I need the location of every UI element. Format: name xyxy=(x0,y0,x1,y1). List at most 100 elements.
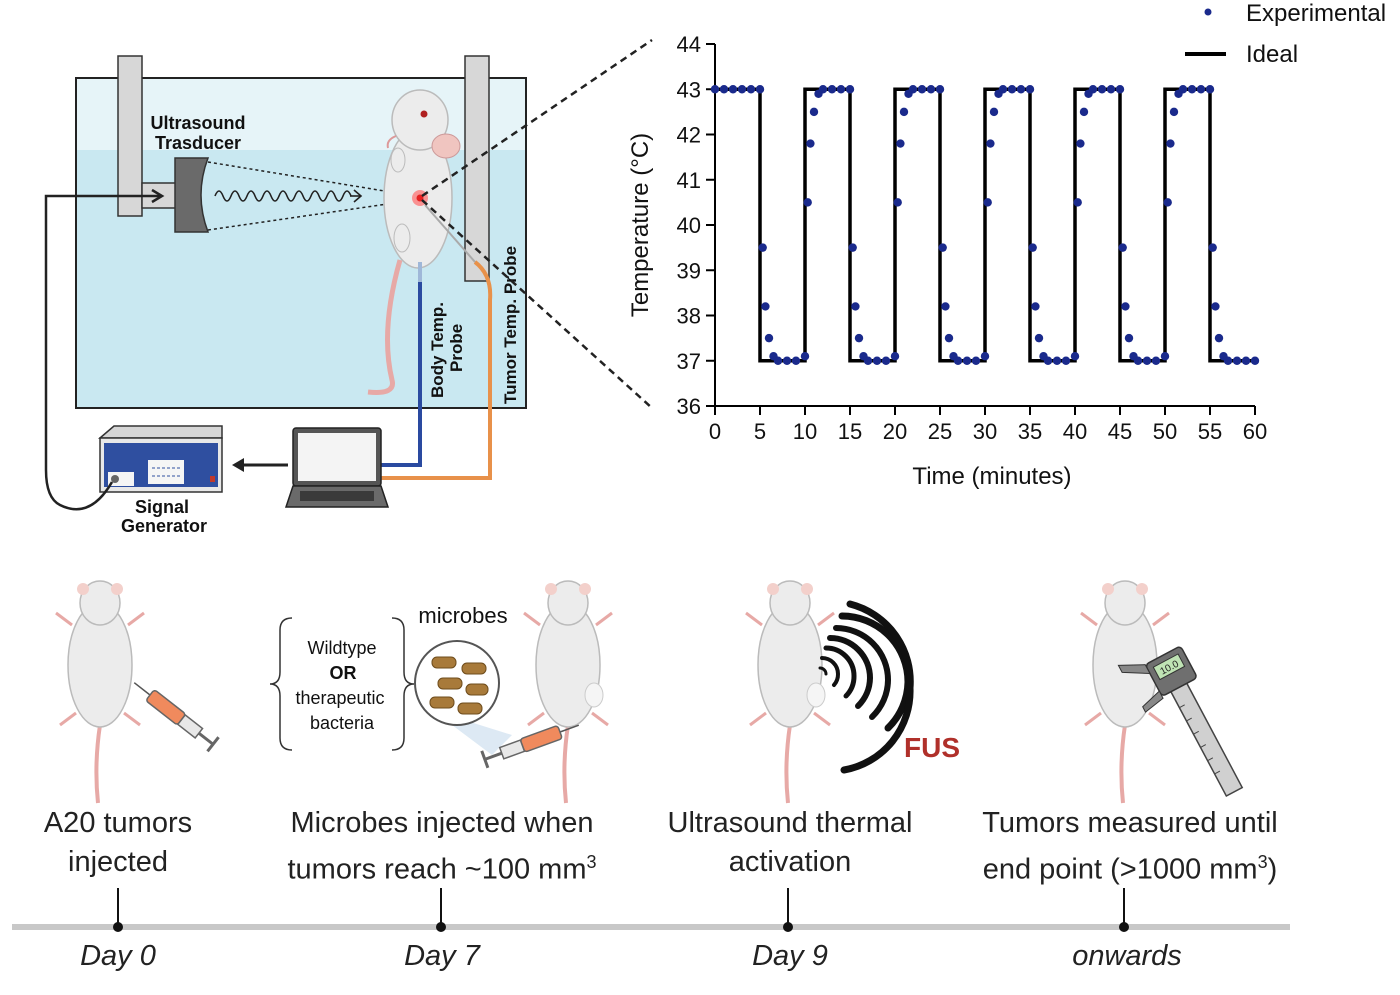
bacteria-option-bacteria: bacteria xyxy=(310,713,375,733)
tumor-temp-probe xyxy=(380,204,493,480)
x-tick-label: 0 xyxy=(709,419,721,444)
legend: Experimental Ideal xyxy=(1185,0,1386,68)
transducer-label: Ultrasound xyxy=(150,113,245,133)
stage-caption-line-sup: tumors reach ~100 mm3 xyxy=(262,843,622,890)
syringe-icon-day7 xyxy=(480,724,580,769)
experimental-series xyxy=(710,85,1260,365)
x-tick-label: 50 xyxy=(1153,419,1177,444)
experimental-point xyxy=(1187,85,1197,94)
experimental-point xyxy=(773,356,783,365)
stage-caption-line: injected xyxy=(68,846,168,878)
stage-caption-line: Tumors measured until xyxy=(982,807,1278,839)
day-label-0: Day 0 xyxy=(80,940,156,972)
experimental-point xyxy=(827,85,837,94)
experimental-point xyxy=(890,352,900,361)
experimental-point xyxy=(989,107,999,117)
experimental-point xyxy=(971,356,981,365)
bacteria-option-wildtype: Wildtype xyxy=(307,638,376,658)
experimental-point xyxy=(1115,85,1125,94)
y-tick-label: 37 xyxy=(677,349,701,374)
ultrasound-beam xyxy=(207,161,416,231)
signal-cable xyxy=(44,188,165,511)
experimental-point xyxy=(1196,85,1206,94)
experimental-point xyxy=(719,85,729,94)
transducer-label-2: Trasducer xyxy=(155,133,241,153)
stage-caption-day7: Microbes injected when tumors reach ~100… xyxy=(262,804,622,890)
experimental-point xyxy=(1106,85,1116,94)
experimental-point xyxy=(1016,85,1026,94)
fus-label: FUS xyxy=(904,732,960,763)
x-tick-label: 20 xyxy=(883,419,907,444)
y-tick-label: 43 xyxy=(677,77,701,102)
experimental-point xyxy=(1097,85,1107,94)
microbes-magnifier xyxy=(414,640,512,755)
experimental-point xyxy=(782,356,792,365)
ideal-line-path xyxy=(715,87,1255,363)
experimental-point xyxy=(1028,243,1037,252)
ultrasound-transducer xyxy=(141,157,210,233)
experimental-point xyxy=(791,356,801,365)
mouse-day9 xyxy=(745,580,835,804)
experimental-point xyxy=(809,107,819,117)
signal-generator xyxy=(97,425,223,493)
experimental-point xyxy=(1124,333,1134,343)
y-tick-label: 40 xyxy=(677,213,701,238)
timeline-axis xyxy=(12,888,1290,932)
experimental-point xyxy=(863,356,873,365)
experimental-point xyxy=(818,85,828,94)
experimental-point xyxy=(1160,352,1170,361)
experimental-point xyxy=(1079,107,1089,117)
experimental-point xyxy=(806,139,815,148)
experimental-point xyxy=(1133,356,1143,365)
syringe-icon-day0 xyxy=(133,682,220,753)
experimental-point xyxy=(1007,85,1017,94)
caliper-icon: 10.0 xyxy=(1117,646,1244,797)
day-label-7: Day 7 xyxy=(404,940,480,972)
setup-illustration: Ultrasound Trasducer Body Temp. Probe Tu… xyxy=(44,38,653,536)
transducer-holder xyxy=(117,55,143,217)
x-tick-label: 5 xyxy=(754,419,766,444)
experimental-point xyxy=(917,85,927,94)
legend-experimental-label: Experimental xyxy=(1246,0,1386,27)
zoom-lines xyxy=(421,38,653,409)
experimental-point xyxy=(845,85,855,94)
experimental-point xyxy=(935,85,945,94)
experimental-point xyxy=(1043,356,1053,365)
stage-caption-text: end point (>1000 mm xyxy=(982,853,1258,886)
experimental-point xyxy=(848,243,857,252)
y-axis-label: Temperature (°C) xyxy=(627,133,654,317)
experimental-point xyxy=(938,243,947,252)
experimental-point xyxy=(896,139,905,148)
experimental-point xyxy=(1211,302,1220,311)
x-tick-label: 15 xyxy=(838,419,862,444)
timeline-illustrations: Wildtype OR therapeutic bacteria microbe… xyxy=(55,580,1244,804)
x-tick-label: 25 xyxy=(928,419,952,444)
experimental-point xyxy=(737,85,747,94)
probe-holder xyxy=(464,55,490,282)
experimental-point xyxy=(800,352,810,361)
timeline-ticks xyxy=(113,888,1129,932)
mouse-day7 xyxy=(523,580,613,804)
body-probe-label: Body Temp. xyxy=(428,302,447,398)
experimental-point xyxy=(764,333,774,343)
body-temp-probe xyxy=(380,262,422,467)
experimental-point xyxy=(1142,356,1152,365)
experimental-point xyxy=(1208,243,1217,252)
control-arrow xyxy=(232,458,288,472)
stage-caption-line: Ultrasound thermal xyxy=(667,807,913,839)
experimental-point xyxy=(962,356,972,365)
ideal-series xyxy=(715,87,1255,363)
experimental-point xyxy=(710,85,720,94)
experimental-point xyxy=(851,302,860,311)
experimental-point xyxy=(1214,333,1224,343)
experimental-point xyxy=(803,198,812,207)
stage-caption-line-sup: end point (>1000 mm3) xyxy=(950,843,1310,890)
x-tick-label: 45 xyxy=(1108,419,1132,444)
experimental-point xyxy=(1178,85,1188,94)
y-tick-label: 42 xyxy=(677,123,701,148)
body-probe-label-2: Probe xyxy=(447,324,466,372)
experimental-point xyxy=(1061,356,1071,365)
experimental-point xyxy=(1034,333,1044,343)
legend-ideal-label: Ideal xyxy=(1246,41,1298,68)
